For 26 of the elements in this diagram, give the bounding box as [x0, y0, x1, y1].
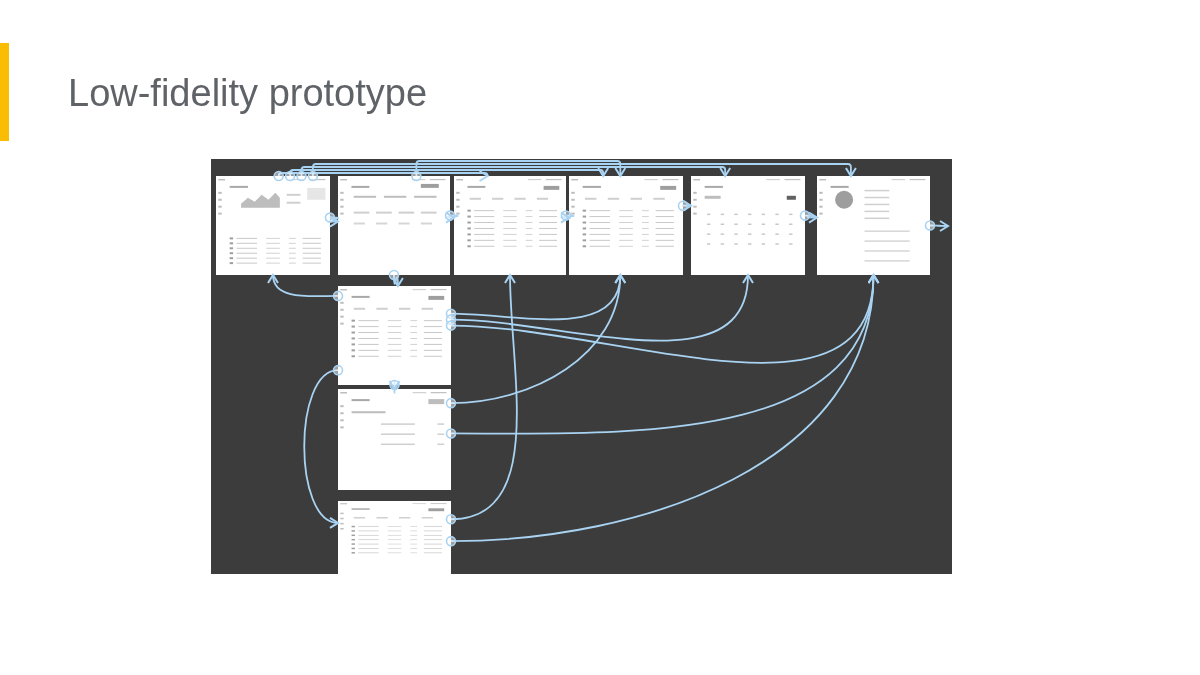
- flow-arrow: [388, 379, 401, 394]
- flow-arrow: [444, 210, 459, 224]
- flow-arrow: [268, 274, 344, 302]
- wireframe-screen: [691, 176, 805, 275]
- flow-arrow: [445, 274, 626, 409]
- flow-arrow: [445, 274, 518, 525]
- flow-arrow: [445, 274, 879, 547]
- flow-arrow: [284, 167, 610, 182]
- flow-arrow: [677, 199, 693, 212]
- flow-arrow: [445, 274, 753, 342]
- flow-arrow: [303, 364, 344, 527]
- slide-title: Low-fidelity prototype: [68, 71, 428, 116]
- wireframe-screen: [338, 389, 451, 490]
- flow-arrow: [296, 166, 732, 182]
- flow-arrow: [324, 212, 340, 228]
- flow-arrow: [411, 160, 627, 182]
- wireframe-screen: [338, 286, 451, 385]
- wireframe-screen: [454, 176, 566, 275]
- flow-arrow: [799, 210, 818, 224]
- wireframe-screen: [338, 176, 450, 275]
- flow-arrow: [559, 210, 575, 224]
- wireframe-screen: [338, 501, 451, 574]
- wireframe-screen: [569, 176, 683, 275]
- flow-arrow: [924, 220, 949, 232]
- flow-arrow: [388, 269, 404, 287]
- flow-arrow: [307, 163, 857, 182]
